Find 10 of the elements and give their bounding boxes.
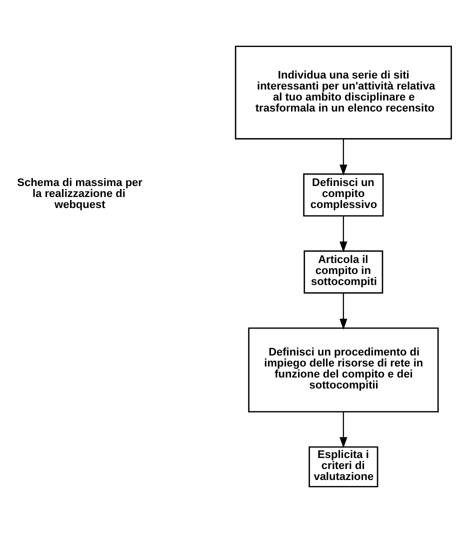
- arrow: [340, 216, 348, 252]
- label: Schema di massima per la realizzazione di webquest: [17, 177, 142, 212]
- node-box: Individua una serie di siti interessanti per un'attività relativa al tuo ambito disciplinare e trasformala in un elenco recensito: [234, 46, 452, 140]
- node-box: Articola il compito in sottocompiti: [304, 250, 384, 294]
- node-box: Esplicita i criteri di valutazione: [308, 446, 378, 488]
- node-box: Definisci un compito complessivo: [303, 173, 384, 217]
- arrow: [340, 412, 348, 448]
- arrow: [340, 139, 348, 176]
- node-box: Definisci un procedimento di impiego delle risorse di rete in funzione del compito e dei sottocompitii: [248, 327, 439, 412]
- arrow: [340, 292, 348, 330]
